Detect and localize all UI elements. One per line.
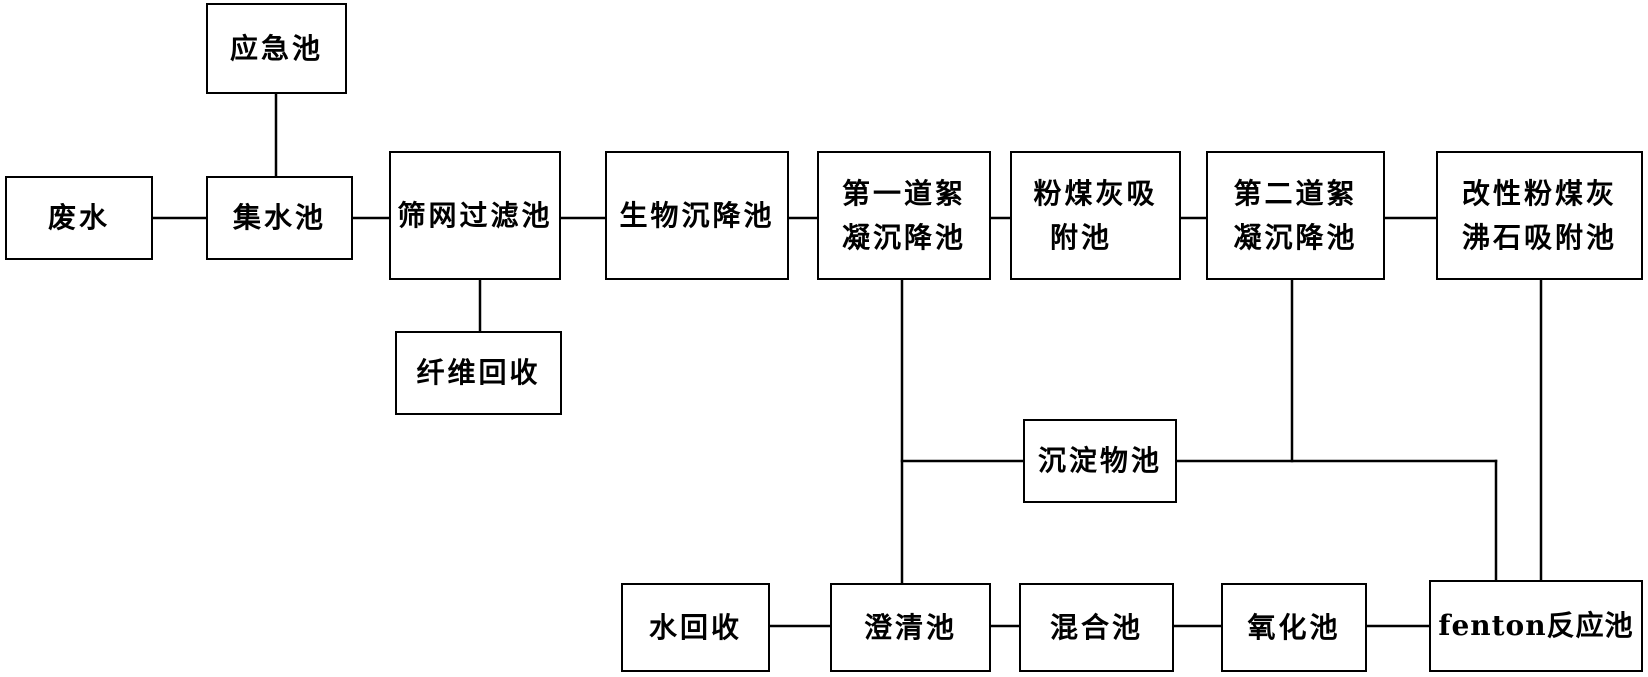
flyash-adsorption-pool-label-line2: 附池 (1050, 220, 1113, 254)
clarification-pool-label: 澄清池 (863, 610, 957, 644)
collection-pool-box: 集水池 (206, 176, 353, 260)
modified-flyash-pool-label-line1: 改性粉煤灰 (1461, 177, 1617, 211)
second-flocculation-pool-label-line2: 凝沉降池 (1233, 220, 1358, 254)
bio-settling-pool-box: 生物沉降池 (605, 151, 789, 280)
screen-filter-pool-label: 筛网过滤池 (397, 198, 553, 232)
mixing-pool-box: 混合池 (1019, 583, 1174, 672)
flyash-adsorption-pool-box: 粉煤灰吸 附池 (1010, 151, 1181, 280)
water-recovery-box: 水回收 (621, 583, 770, 672)
sediment-pool-box: 沉淀物池 (1023, 419, 1177, 503)
fiber-recovery-label: 纤维回收 (416, 356, 541, 390)
oxidation-pool-label: 氧化池 (1247, 610, 1341, 644)
wastewater-box: 废水 (5, 176, 153, 260)
clarification-pool-box: 澄清池 (830, 583, 991, 672)
first-flocculation-pool-label-line2: 凝沉降池 (841, 220, 966, 254)
emergency-pool-label: 应急池 (229, 31, 323, 65)
mixing-pool-label: 混合池 (1049, 610, 1143, 644)
emergency-pool-box: 应急池 (206, 3, 347, 94)
modified-flyash-pool-label-line2: 沸石吸附池 (1461, 220, 1617, 254)
first-flocculation-pool-label-line1: 第一道絮 (841, 177, 966, 211)
bio-settling-pool-label: 生物沉降池 (619, 198, 775, 232)
fenton-reaction-pool-box: fenton反应池 (1429, 580, 1643, 672)
second-flocculation-pool-box: 第二道絮 凝沉降池 (1206, 151, 1385, 280)
water-recovery-label: 水回收 (648, 610, 742, 644)
oxidation-pool-box: 氧化池 (1221, 583, 1367, 672)
flyash-adsorption-pool-label-line1: 粉煤灰吸 (1033, 177, 1158, 211)
first-flocculation-pool-box: 第一道絮 凝沉降池 (817, 151, 991, 280)
modified-flyash-zeolite-pool-box: 改性粉煤灰 沸石吸附池 (1436, 151, 1643, 280)
fenton-reaction-pool-label: fenton反应池 (1438, 609, 1634, 643)
screen-filter-pool-box: 筛网过滤池 (389, 151, 561, 280)
collection-pool-label: 集水池 (232, 201, 326, 235)
second-flocculation-pool-label-line1: 第二道絮 (1233, 177, 1358, 211)
sediment-pool-label: 沉淀物池 (1037, 444, 1162, 478)
wastewater-label: 废水 (47, 201, 110, 235)
fiber-recovery-box: 纤维回收 (395, 331, 562, 415)
